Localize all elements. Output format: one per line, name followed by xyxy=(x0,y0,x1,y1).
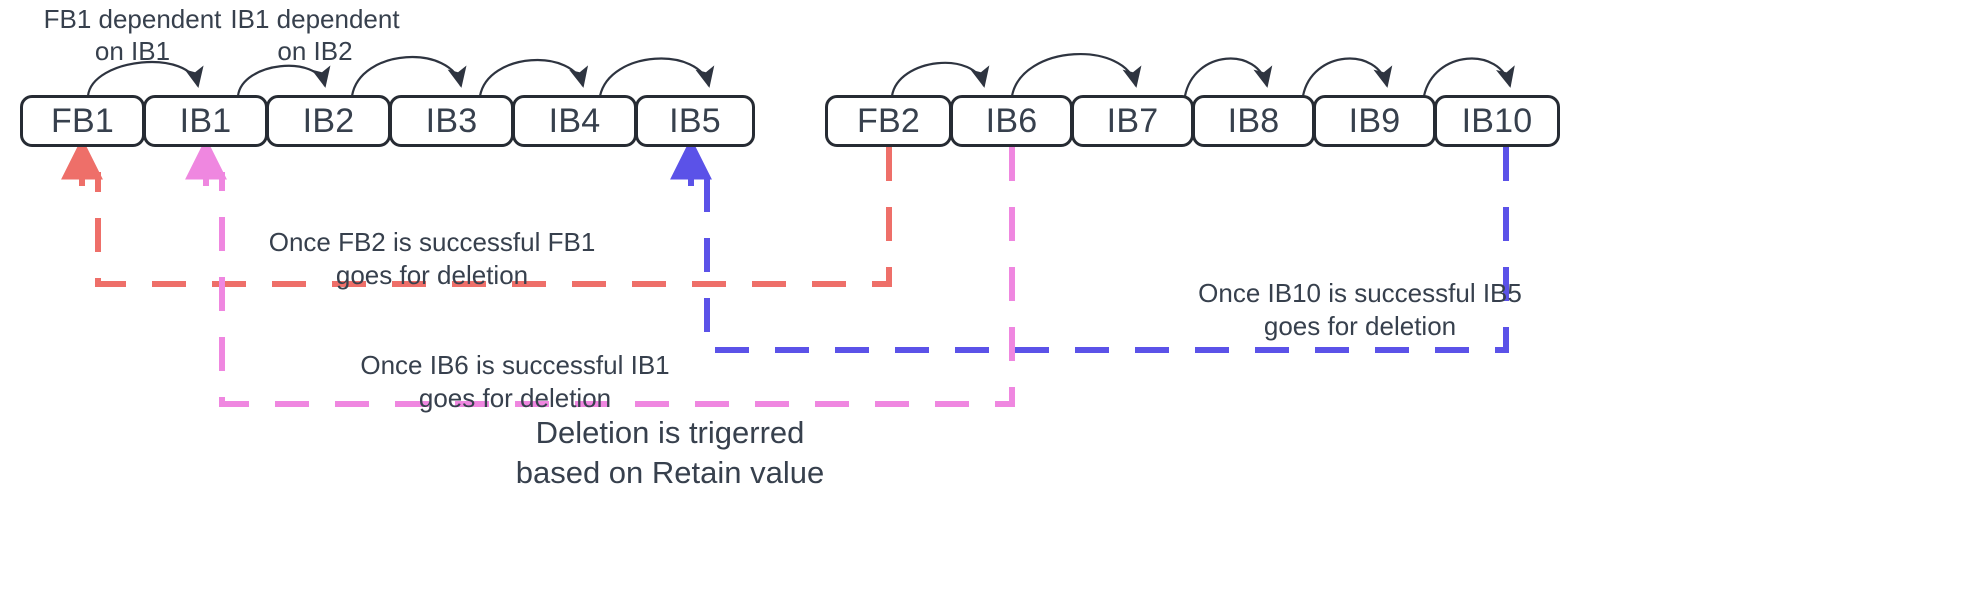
arrow-fb2-ib6 xyxy=(890,61,990,97)
node-ib10[interactable]: IB10 xyxy=(1434,95,1560,147)
arrow-fb1-ib1 xyxy=(86,60,204,97)
node-ib5[interactable]: IB5 xyxy=(635,95,755,147)
node-fb2[interactable]: FB2 xyxy=(825,95,952,147)
node-ib9[interactable]: IB9 xyxy=(1313,95,1436,147)
node-ib6[interactable]: IB6 xyxy=(950,95,1073,147)
arrow-ib6-ib7 xyxy=(1010,52,1142,97)
deletion-path-pink xyxy=(185,137,1015,407)
diagram-caption: Deletion is trigerred based on Retain va… xyxy=(515,415,825,491)
arrow-ib9-ib10 xyxy=(1422,57,1515,97)
deletion-path-blue xyxy=(670,137,1509,353)
annotation-ib6-deletes-ib1: Once IB6 is successful IB1 goes for dele… xyxy=(360,350,670,414)
arrow-ib1-ib2 xyxy=(236,64,331,97)
node-fb1[interactable]: FB1 xyxy=(20,95,145,147)
node-ib2[interactable]: IB2 xyxy=(266,95,391,147)
deletion-path-red xyxy=(61,137,892,287)
dependency-label-ib1-ib2: IB1 dependent on IB2 xyxy=(230,4,400,66)
annotation-fb2-deletes-fb1: Once FB2 is successful FB1 goes for dele… xyxy=(268,227,596,291)
node-ib8[interactable]: IB8 xyxy=(1192,95,1315,147)
annotation-ib10-deletes-ib5: Once IB10 is successful IB5 goes for del… xyxy=(1198,278,1522,342)
dependency-label-fb1-ib1: FB1 dependent on IB1 xyxy=(43,4,222,66)
node-ib4[interactable]: IB4 xyxy=(512,95,637,147)
arrow-ib2-ib3 xyxy=(350,56,467,97)
node-ib7[interactable]: IB7 xyxy=(1071,95,1194,147)
dependency-arrows-right xyxy=(890,52,1515,97)
node-ib1[interactable]: IB1 xyxy=(143,95,268,147)
arrow-ib7-ib8 xyxy=(1183,57,1273,97)
node-ib3[interactable]: IB3 xyxy=(389,95,514,147)
dependency-arrows-left xyxy=(86,56,715,97)
arrow-ib4-ib5 xyxy=(598,57,715,97)
arrow-ib8-ib9 xyxy=(1301,57,1393,97)
arrow-ib3-ib4 xyxy=(478,59,589,97)
